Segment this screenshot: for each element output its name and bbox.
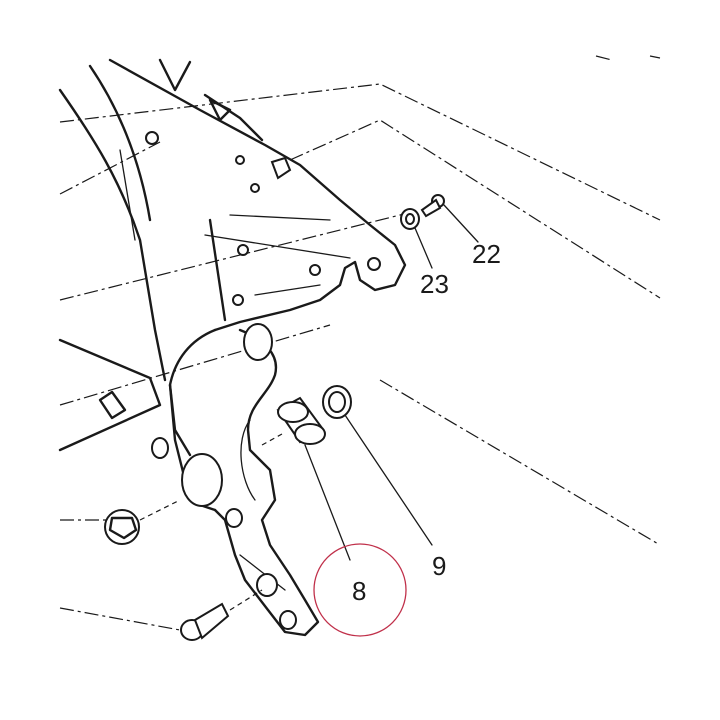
highlight-circle — [313, 543, 407, 637]
flange-nut — [104, 499, 181, 545]
part-8-bearing — [261, 396, 351, 561]
side-plate — [58, 338, 162, 452]
callout-labels: 22 23 9 8 — [352, 239, 501, 606]
part-9-washer — [322, 385, 433, 546]
callout-22-label: 22 — [472, 239, 501, 269]
callout-23-label: 23 — [420, 269, 449, 299]
part-23-washer — [400, 208, 433, 269]
part-22-screw — [420, 194, 479, 243]
callout-9-label: 9 — [432, 551, 446, 581]
socket-bolt — [180, 589, 263, 641]
phantom-lines — [59, 55, 661, 631]
callout-8-label: 8 — [352, 576, 366, 606]
swingarm-frame — [58, 58, 407, 637]
